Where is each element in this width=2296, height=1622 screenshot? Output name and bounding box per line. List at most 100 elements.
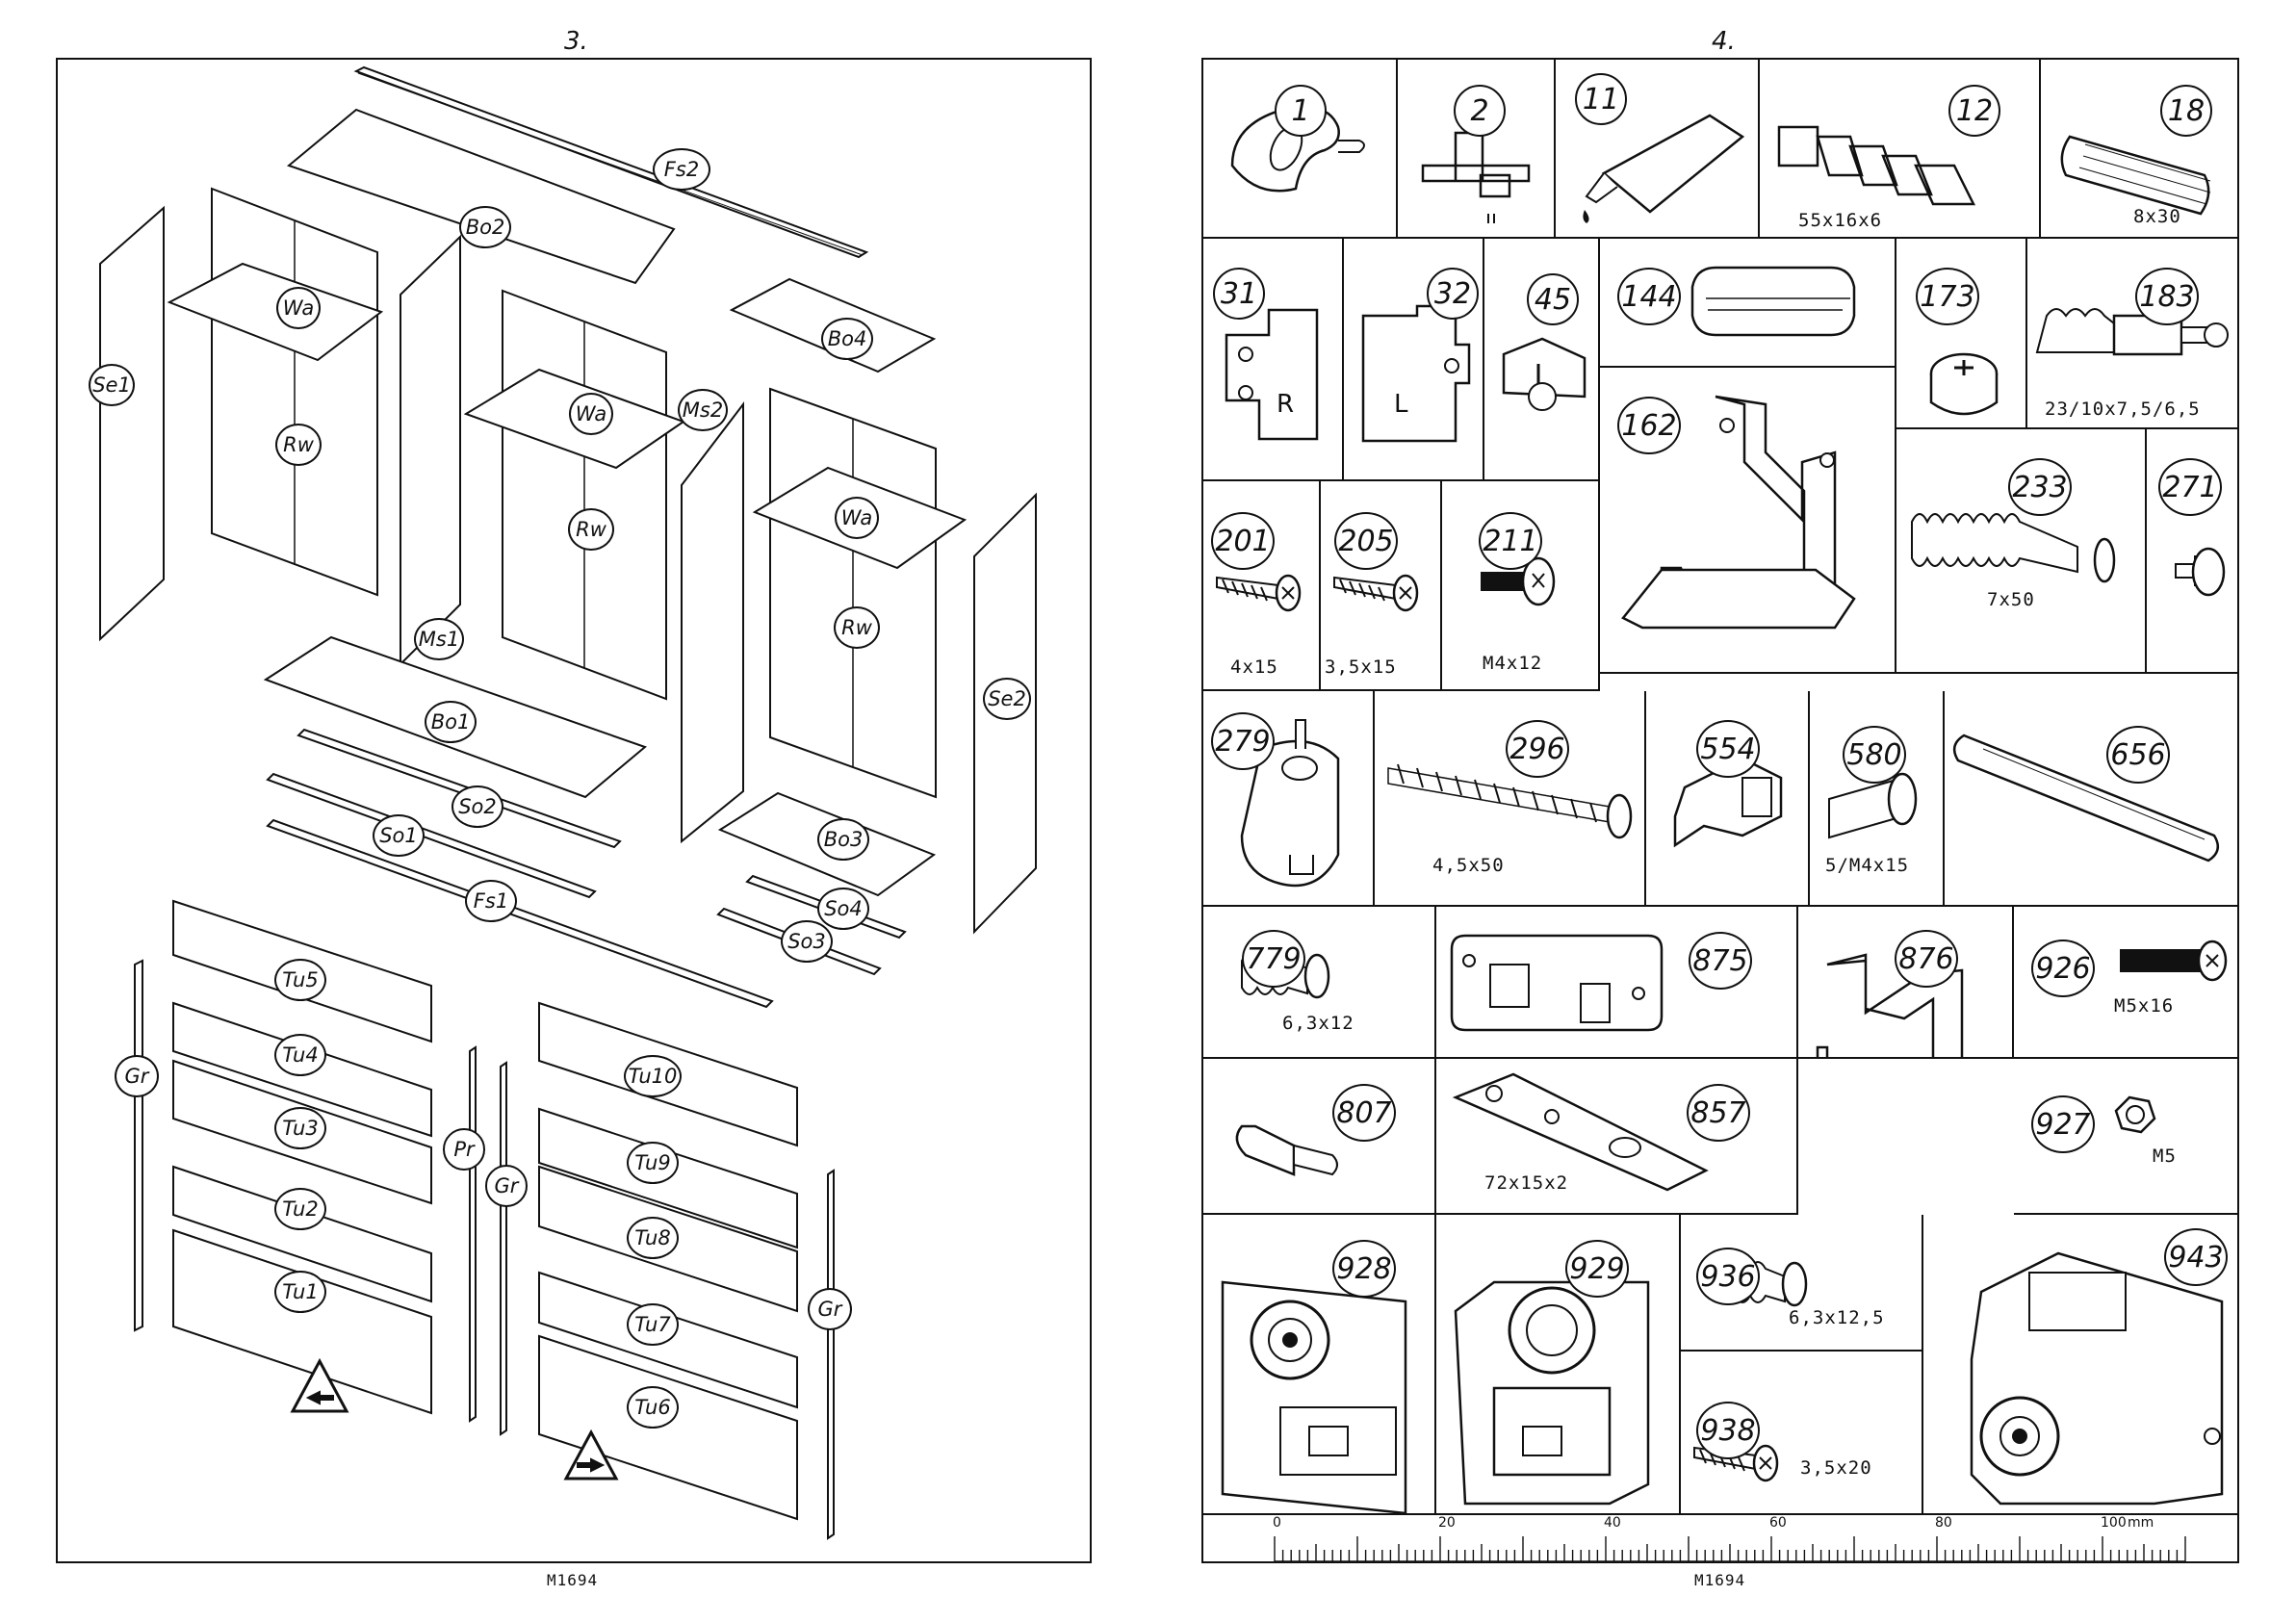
part-cell-162: 162: [1600, 368, 1896, 674]
part-cell-205: 205 3,5x15: [1321, 481, 1442, 691]
part-number-badge: 943: [2164, 1228, 2228, 1286]
part-cell-928: 928: [1203, 1215, 1436, 1515]
ruler-label: 40: [1604, 1515, 1621, 1531]
part-205-drawing: [1333, 574, 1419, 612]
ruler-label: 100: [2101, 1515, 2127, 1531]
exploded-tag-pr: Pr: [443, 1128, 485, 1171]
rail-fs2: [353, 65, 869, 259]
exploded-view-drawing: [99, 65, 1037, 1540]
part-875-drawing: [1450, 934, 1664, 1032]
ruler-label: 60: [1769, 1515, 1787, 1531]
shelf-wa-left: [167, 262, 384, 362]
part-201-drawing: [1216, 574, 1302, 612]
part-233-drawing: [1911, 513, 2116, 583]
exploded-tag-bo1: Bo1: [425, 701, 477, 743]
panel-ms1: [400, 234, 461, 667]
part-size-label: 3,5x20: [1800, 1457, 1872, 1479]
part-number-badge: 2: [1454, 85, 1506, 137]
door-tu2: [172, 1165, 432, 1303]
part-number-badge: 183: [2135, 268, 2199, 325]
part-size-label: M4x12: [1483, 653, 1543, 674]
exploded-tag-rw: Rw: [275, 424, 322, 466]
part-number-badge: 144: [1617, 268, 1681, 325]
ruler-label: 20: [1438, 1515, 1456, 1531]
part-144-drawing: [1690, 266, 1856, 337]
part-number-badge: 938: [1696, 1402, 1760, 1459]
part-number-badge: 936: [1696, 1248, 1760, 1305]
exploded-tag-so1: So1: [373, 814, 425, 857]
ruler-label: 80: [1935, 1515, 1952, 1531]
part-number-badge: 875: [1689, 932, 1752, 990]
exploded-view-frame: [56, 58, 1092, 1563]
exploded-tag-ms1: Ms1: [414, 618, 464, 660]
exploded-tag-so3: So3: [781, 920, 833, 963]
rail-gr-left: [134, 959, 143, 1332]
exploded-tag-gr: Gr: [808, 1288, 852, 1330]
part-32-drawing: L: [1361, 304, 1471, 443]
ruler-unit: mm: [2128, 1515, 2154, 1531]
rail-gr-mid: [469, 1045, 477, 1423]
part-number-badge: 580: [1843, 726, 1906, 784]
exploded-tag-se2: Se2: [983, 678, 1031, 720]
part-size-label: 3,5x15: [1325, 657, 1397, 678]
part-cell-271: 271: [2147, 429, 2239, 674]
exploded-tag-so4: So4: [817, 888, 869, 930]
part-size-label: 6,3x12: [1282, 1013, 1354, 1034]
part-number-badge: 205: [1334, 512, 1398, 570]
exploded-tag-tu10: Tu10: [624, 1055, 682, 1097]
part-cell-173: 173: [1896, 239, 2027, 429]
part-cell-938: 938 3,5x20: [1681, 1352, 1923, 1515]
exploded-tag-ms2: Ms2: [678, 389, 728, 431]
part-number-badge: 656: [2106, 726, 2170, 784]
rail-gr-mid2: [500, 1061, 507, 1436]
part-number-badge: 18: [2160, 85, 2212, 137]
page-number-left: 3.: [564, 27, 588, 56]
part-928-drawing: [1221, 1280, 1407, 1513]
ruler-label: 0: [1273, 1515, 1281, 1531]
part-cell-929: 929: [1436, 1215, 1681, 1515]
part-cell-807: 807: [1203, 1059, 1436, 1215]
part-cell-1: 1: [1203, 60, 1398, 239]
part-number-badge: 929: [1565, 1240, 1629, 1298]
part-number-badge: 928: [1332, 1240, 1396, 1298]
part-number-badge: 201: [1211, 512, 1275, 570]
exploded-tag-wa: Wa: [276, 287, 321, 329]
exploded-tag-tu4: Tu4: [274, 1034, 326, 1076]
part-number-badge: 12: [1948, 85, 2000, 137]
exploded-tag-bo2: Bo2: [459, 206, 511, 248]
part-number-badge: 233: [2008, 458, 2072, 516]
part-number-badge: 271: [2158, 458, 2222, 516]
part-number-badge: 173: [1916, 268, 1979, 325]
part-279-drawing: [1240, 719, 1340, 888]
exploded-tag-tu1: Tu1: [274, 1271, 326, 1313]
part-cell-279: 279: [1203, 691, 1375, 907]
part-656-drawing: [1952, 734, 2220, 862]
part-cell-2: 2: [1398, 60, 1556, 239]
part-580-drawing: [1828, 772, 1918, 839]
part-number-badge: 926: [2031, 940, 2095, 997]
part-779-drawing: [1241, 953, 1330, 999]
part-number-badge: 211: [1479, 512, 1542, 570]
part-number-badge: 32: [1427, 268, 1479, 320]
exploded-tag-so2: So2: [451, 785, 503, 828]
part-number-badge: 296: [1506, 720, 1569, 778]
exploded-tag-fs2: Fs2: [653, 148, 710, 191]
part-271-drawing: [2175, 547, 2226, 597]
svg-text:R: R: [1277, 390, 1294, 419]
part-927-drawing: [2114, 1095, 2156, 1134]
part-18-drawing: [2060, 135, 2211, 216]
exploded-tag-wa: Wa: [835, 497, 879, 539]
exploded-tag-tu3: Tu3: [274, 1107, 326, 1149]
exploded-tag-bo4: Bo4: [821, 318, 873, 360]
part-size-label: 4,5x50: [1432, 855, 1505, 876]
exploded-tag-wa: Wa: [569, 393, 613, 435]
